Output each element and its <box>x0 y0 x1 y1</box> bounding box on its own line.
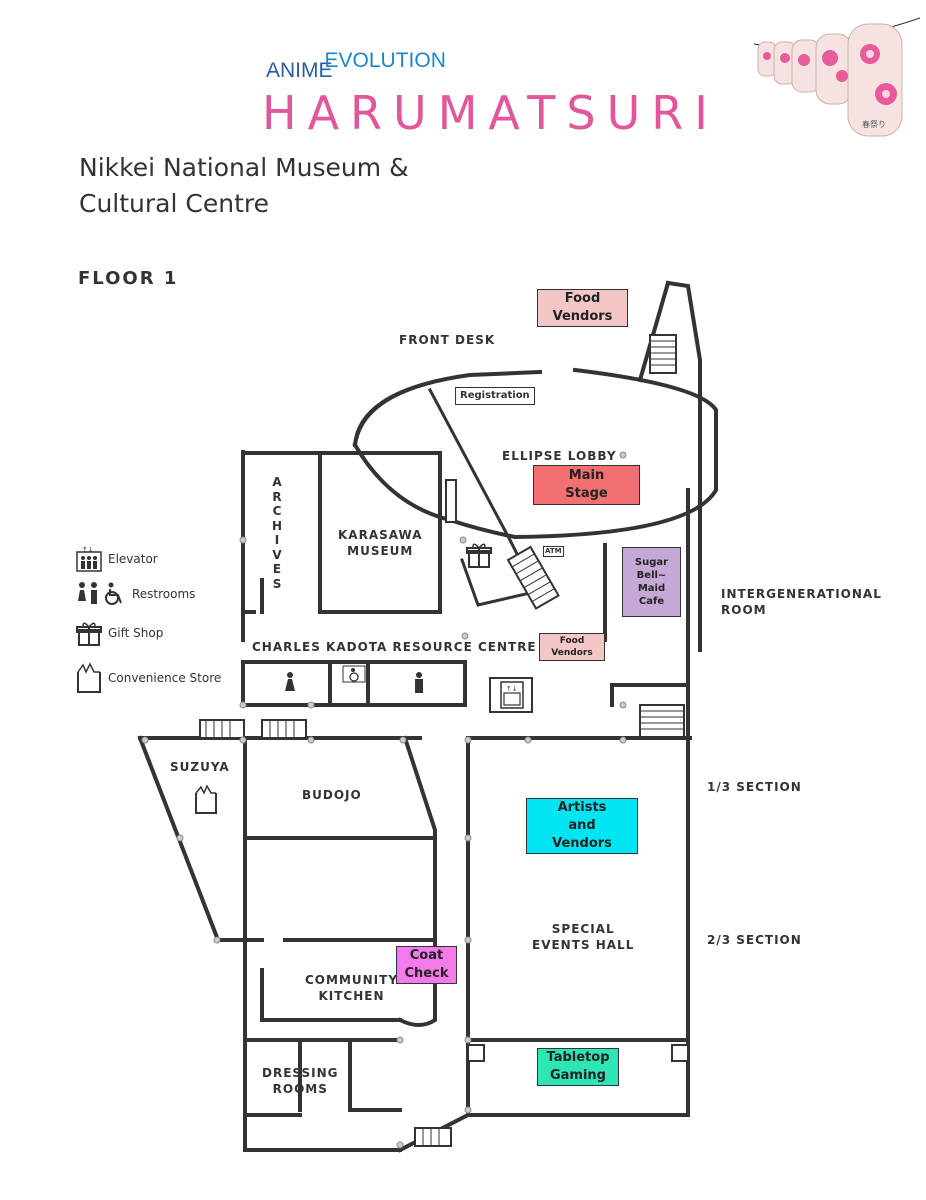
gift-icon <box>76 622 102 646</box>
logo-part1: ANIME <box>266 59 333 82</box>
venue-line2: Cultural Centre <box>79 189 269 218</box>
shopping-bag-icon <box>77 662 101 693</box>
womens-restroom-icon <box>285 672 295 691</box>
convenience-store-map-icon <box>195 784 217 814</box>
legend-elevator: ↑↓ Elevator <box>76 546 158 572</box>
tabletop-gaming-box[interactable]: Tabletop Gaming <box>537 1048 619 1086</box>
coat-check-box[interactable]: Coat Check <box>396 946 457 984</box>
legend-restrooms-label: Restrooms <box>132 587 196 601</box>
svg-text:↑↓: ↑↓ <box>506 685 518 693</box>
main-stage-box[interactable]: Main Stage <box>533 465 640 505</box>
community-kitchen-label: COMMUNITY KITCHEN <box>305 973 399 1003</box>
section-2-3-label: 2/3 SECTION <box>707 933 802 947</box>
sugar-bell-maid-cafe-box[interactable]: Sugar Bell~ Maid Cafe <box>622 547 681 617</box>
event-title: HARUMATSURI <box>262 86 719 140</box>
legend-convenience-store-label: Convenience Store <box>108 671 222 685</box>
suzuya-label: SUZUYA <box>170 760 230 774</box>
archives-label: A R C H I V E S <box>272 475 284 591</box>
special-events-hall-label: SPECIAL EVENTS HALL <box>532 922 635 952</box>
anime-evolution-logo: ANIMEEVOLUTION <box>266 50 454 81</box>
lantern-text: 春祭り <box>862 119 886 129</box>
food-vendors-small-box[interactable]: Food Vendors <box>539 633 605 661</box>
karasawa-museum-label: KARASAWA MUSEUM <box>338 528 423 558</box>
logo-part2: EVOLUTION <box>324 49 446 72</box>
legend-gift-shop-label: Gift Shop <box>108 626 164 640</box>
intergenerational-room-label: INTERGENERATIONAL ROOM <box>721 587 882 617</box>
food-vendors-top-box[interactable]: Food Vendors <box>537 289 628 327</box>
accessible-restroom-icon <box>342 665 366 683</box>
atm-label: ATM <box>543 546 564 557</box>
legend-convenience-store: Convenience Store <box>76 662 221 694</box>
gift-shop-map-icon <box>466 543 492 568</box>
front-desk-label: FRONT DESK <box>399 333 496 347</box>
svg-text:↑↓: ↑↓ <box>82 546 94 554</box>
legend-elevator-label: Elevator <box>108 552 158 566</box>
mens-restroom-icon <box>415 672 423 693</box>
dressing-rooms-label: DRESSING ROOMS <box>262 1066 339 1096</box>
venue-name: Nikkei National Museum & Cultural Centre <box>79 150 499 222</box>
budojo-label: BUDOJO <box>302 788 362 802</box>
venue-line1: Nikkei National Museum & <box>79 153 409 182</box>
floor-label: FLOOR 1 <box>78 268 179 289</box>
registration-label: Registration <box>455 387 535 405</box>
legend-gift-shop: Gift Shop <box>76 620 163 646</box>
resource-centre-label: CHARLES KADOTA RESOURCE CENTRE <box>252 640 537 654</box>
section-1-3-label: 1/3 SECTION <box>707 780 802 794</box>
elevator-map-icon: ↑↓ <box>500 681 524 709</box>
legend-restrooms: Restrooms <box>76 581 195 607</box>
elevator-icon: ↑↓ <box>76 546 102 572</box>
ellipse-lobby-label: ELLIPSE LOBBY <box>502 449 617 463</box>
restrooms-icon <box>78 582 122 605</box>
lanterns-decoration: 春祭り <box>753 17 921 137</box>
artists-and-vendors-box[interactable]: Artists and Vendors <box>526 798 638 854</box>
